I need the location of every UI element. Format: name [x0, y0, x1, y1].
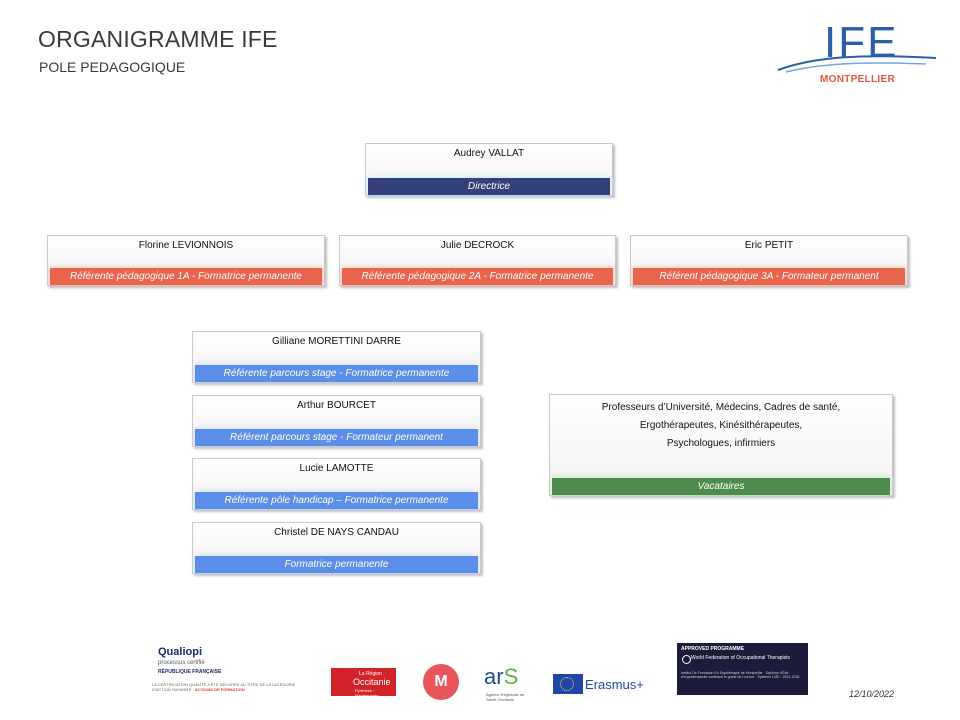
staff-name: Arthur BOURCET [297, 400, 376, 411]
qualiopi-action: ACTIONS DE FORMATION [194, 687, 245, 692]
vacataires-box: Professeurs d’Université, Médecins, Cadr… [549, 394, 893, 496]
document-date: 12/10/2022 [849, 689, 895, 699]
staff-role: Référent parcours stage - Formateur perm… [195, 429, 478, 446]
occitanie-line2: Occitanie [353, 677, 391, 687]
page-subtitle: POLE PEDAGOGIQUE [39, 59, 186, 75]
staff-role: Formatrice permanente [195, 556, 478, 573]
staff-name: Gilliane MORETTINI DARRE [272, 336, 401, 347]
staff-box-stage-1: Gilliane MORETTINI DARRE Référente parco… [192, 331, 481, 383]
staff-box-formatrice: Christel DE NAYS CANDAU Formatrice perma… [192, 522, 481, 574]
ars-caption: Agence Régionale de Santé Occitanie [486, 692, 525, 702]
staff-box-handicap: Lucie LAMOTTE Référente pôle handicap – … [192, 458, 481, 510]
referent-role: Référente pédagogique 1A - Formatrice pe… [50, 268, 322, 285]
erasmus-text: Erasmus+ [585, 677, 644, 692]
staff-name: Christel DE NAYS CANDAU [274, 527, 399, 538]
ars-logo: arS Agence Régionale de Santé Occitanie [484, 664, 530, 702]
staff-role: Référente pôle handicap – Formatrice per… [195, 492, 478, 509]
vacataires-line: Ergothérapeutes, Kinésithérapeutes, [639, 420, 803, 431]
referent-role: Référent pédagogique 3A - Formateur perm… [633, 268, 905, 285]
eu-flag-icon [553, 674, 583, 694]
qualiopi-mention: LA CERTIFICATION QUALITÉ A ÉTÉ DÉLIVRÉE … [152, 682, 302, 692]
occitanie-logo: La Région Occitanie Pyrénées · Méditerra… [331, 668, 396, 698]
vacataires-role: Vacataires [552, 478, 890, 495]
occitanie-line1: La Région [359, 671, 382, 677]
referent-name: Julie DECROCK [440, 240, 515, 251]
qualiopi-logo: Qualiopi processus certifié RÉPUBLIQUE F… [148, 642, 300, 698]
director-name: Audrey VALLAT [453, 148, 525, 159]
occitanie-line3: Pyrénées · Méditerranée [355, 688, 379, 698]
vacataires-description: Professeurs d’Université, Médecins, Cadr… [550, 399, 892, 453]
referent-box-2a: Julie DECROCK Référente pédagogique 2A -… [339, 235, 616, 286]
ife-logo: IFE MONTPELLIER [776, 18, 938, 90]
staff-role: Référente parcours stage - Formatrice pe… [195, 365, 478, 382]
ars-letters-left: ar [484, 664, 504, 689]
referent-name: Eric PETIT [744, 240, 794, 251]
director-role: Directrice [368, 178, 610, 195]
erasmus-logo: Erasmus+ [553, 674, 650, 694]
wfot-title: APPROVED PROGRAMME [681, 646, 745, 652]
referent-box-3a: Eric PETIT Référent pédagogique 3A - For… [630, 235, 908, 286]
logo-city: MONTPELLIER [820, 74, 895, 85]
wfot-logo: APPROVED PROGRAMME World Federation of O… [677, 643, 808, 695]
universite-montpellier-logo: M [423, 664, 459, 700]
ars-letters: arS [484, 664, 518, 690]
qualiopi-name: Qualiopi [158, 646, 202, 658]
referent-box-1a: Florine LEVIONNOIS Référente pédagogique… [47, 235, 325, 286]
qualiopi-tagline: processus certifié [158, 660, 205, 666]
wfot-globe-icon [682, 655, 691, 664]
ars-letters-right: S [503, 664, 519, 689]
vacataires-line: Psychologues, infirmiers [666, 438, 776, 449]
vacataires-line: Professeurs d’Université, Médecins, Cadr… [601, 402, 841, 413]
staff-name: Lucie LAMOTTE [299, 463, 374, 474]
logo-wave-icon [777, 55, 937, 73]
staff-box-stage-2: Arthur BOURCET Référent parcours stage -… [192, 395, 481, 447]
referent-name: Florine LEVIONNOIS [138, 240, 234, 251]
director-box: Audrey VALLAT Directrice [365, 143, 613, 196]
page-title: ORGANIGRAMME IFE [38, 26, 278, 52]
qualiopi-republic: RÉPUBLIQUE FRANÇAISE [158, 669, 222, 675]
qualiopi-mention-text: LA CERTIFICATION QUALITÉ A ÉTÉ DÉLIVRÉE … [152, 682, 296, 692]
referent-role: Référente pédagogique 2A - Formatrice pe… [342, 268, 613, 285]
wfot-org: World Federation of Occupational Therapi… [691, 655, 791, 661]
wfot-details: Institut De Formation En Ergothérapie de… [681, 671, 800, 679]
